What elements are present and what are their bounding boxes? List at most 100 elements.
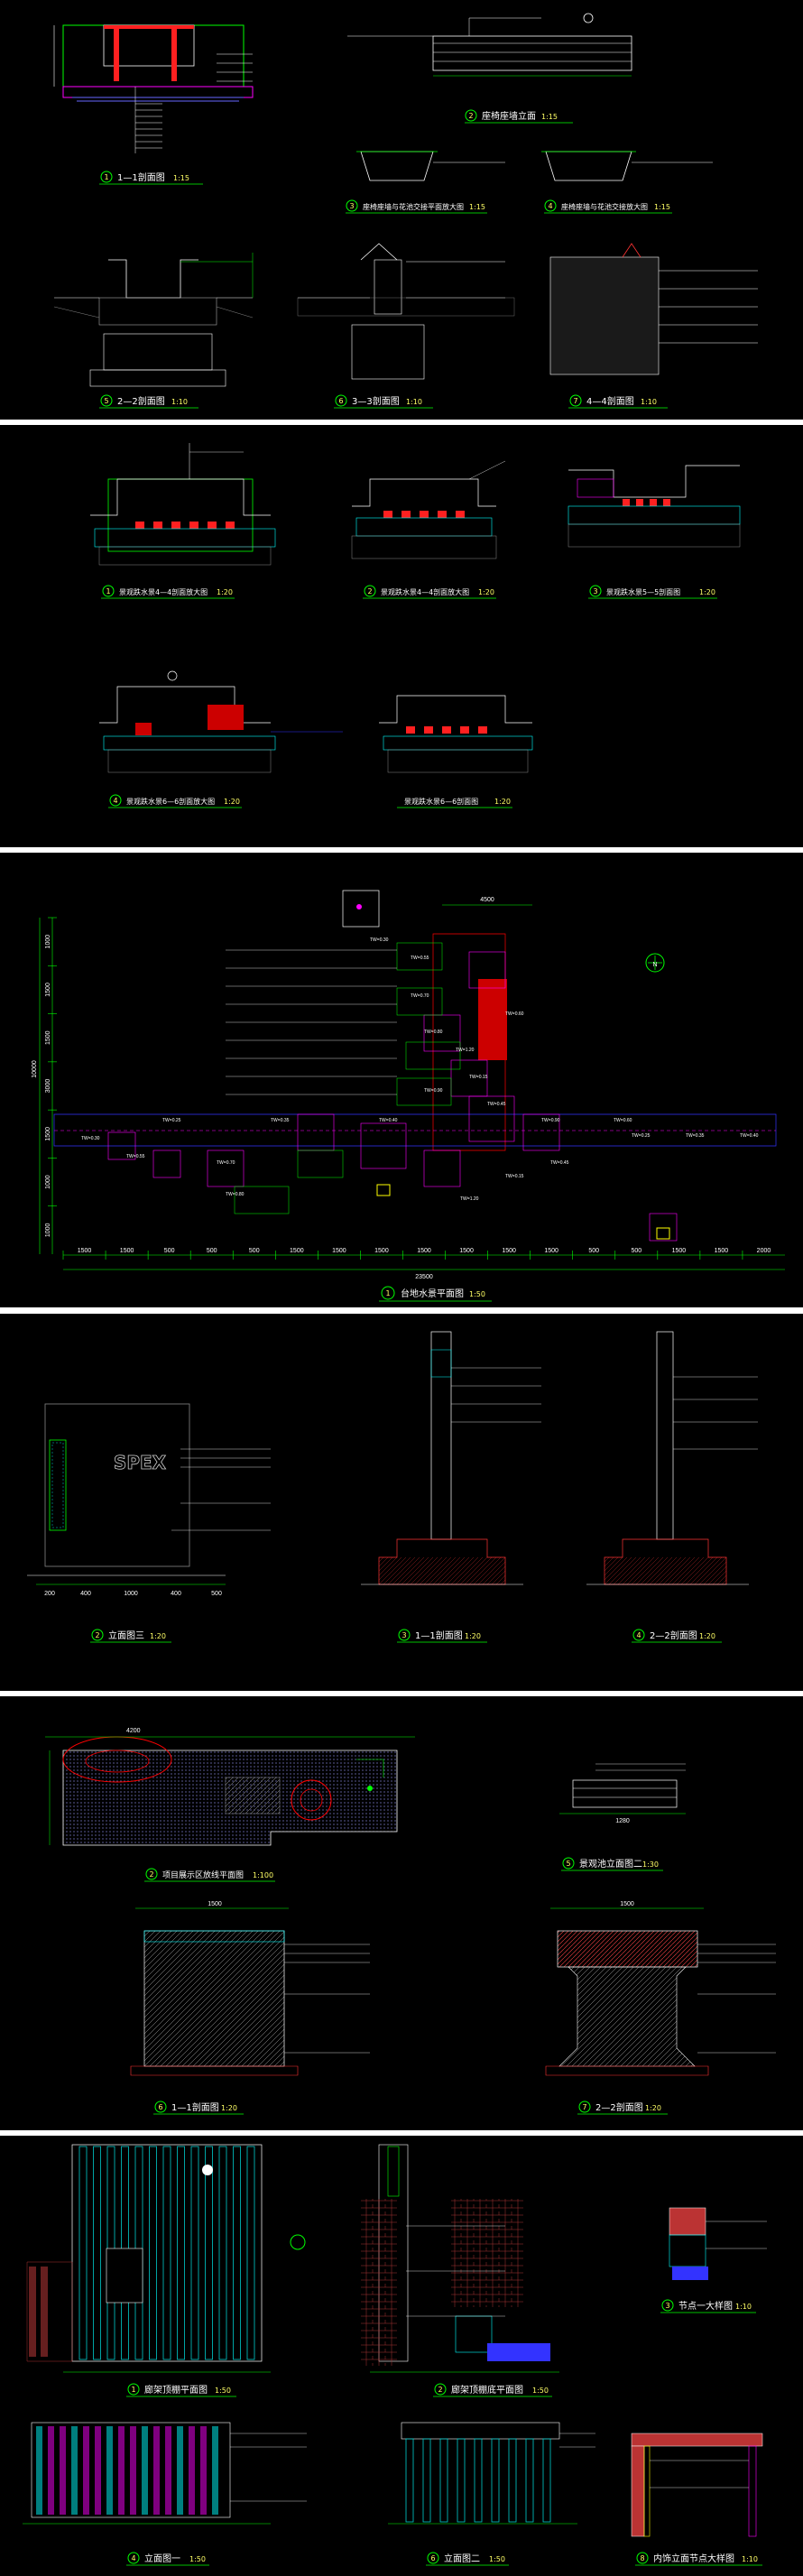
svg-text:1:50: 1:50	[489, 2555, 505, 2563]
elevation-label: TW=0.90	[424, 1088, 443, 1094]
section-3-3	[297, 243, 515, 380]
svg-text:1: 1	[104, 173, 108, 181]
svg-text:3: 3	[665, 2302, 669, 2310]
elevation-slat	[189, 2426, 195, 2515]
waterfall-section-d	[99, 670, 343, 773]
svg-text:7: 7	[582, 2103, 586, 2111]
drawing-title-s2-3: 3 景观跌水景5—5剖面图 1:20	[588, 585, 717, 599]
svg-text:1:15: 1:15	[173, 174, 189, 182]
drawing-title-s5-2: 2 项目展示区放线平面图 1:100	[144, 1868, 275, 1882]
left-dimension-label: 1000	[45, 1175, 51, 1189]
svg-text:内饰立面节点大样图: 内饰立面节点大样图	[653, 2553, 734, 2564]
svg-text:景观跌水景6—6剖面图: 景观跌水景6—6剖面图	[404, 797, 478, 806]
svg-text:景观跌水景5—5剖面图: 景观跌水景5—5剖面图	[606, 587, 680, 596]
drawing-title-s6-4: 4 立面图一 1:50	[126, 2552, 209, 2566]
elevation-dimension-label: 500	[211, 1591, 222, 1597]
bottom-dimension-label: 1500	[715, 1248, 729, 1254]
bottom-dimension-label: 1500	[502, 1248, 516, 1254]
elevation-dimension-label: 200	[44, 1591, 55, 1597]
drawing-title-s2-4: 4 景观跌水景6—6剖面放大图 1:20	[108, 794, 242, 808]
svg-text:2: 2	[149, 1870, 153, 1879]
section-dimension-a: 1500	[208, 1901, 222, 1907]
section-2-2-sign	[586, 1331, 758, 1585]
svg-text:景观池立面图二: 景观池立面图二	[579, 1858, 642, 1870]
elevation-slat	[212, 2426, 218, 2515]
drawing-title-6: 6 3—3剖面图 1:10	[334, 394, 433, 409]
svg-text:1:30: 1:30	[642, 1860, 659, 1869]
drawing-title-s2-1: 1 景观跌水景4—4剖面放大图 1:20	[101, 585, 235, 599]
svg-text:8: 8	[640, 2554, 644, 2562]
bottom-dimension-label: 1500	[374, 1248, 389, 1254]
elevation-slat	[200, 2426, 207, 2515]
svg-text:1: 1	[131, 2386, 135, 2394]
svg-text:7: 7	[573, 397, 577, 405]
svg-text:1:100: 1:100	[253, 1871, 273, 1879]
svg-text:景观跌水景4—4剖面放大图: 景观跌水景4—4剖面放大图	[119, 587, 208, 596]
svg-text:1—1剖面图: 1—1剖面图	[117, 171, 165, 183]
elevation-slat	[130, 2426, 136, 2515]
svg-text:立面图一: 立面图一	[144, 2553, 180, 2564]
svg-text:廊架顶棚平面图: 廊架顶棚平面图	[144, 2384, 208, 2396]
bottom-dimension-label: 500	[249, 1248, 260, 1254]
drawing-title-5: 5 2—2剖面图 1:10	[99, 394, 198, 409]
svg-text:立面图二: 立面图二	[444, 2553, 480, 2564]
drawing-sheet-5: 4200 2 项目展示区放线平面图 1:100 1280 5 景观池立面图二 1…	[0, 1696, 803, 2130]
roof-slat	[205, 2146, 213, 2360]
elevation-two-slats	[405, 2438, 551, 2523]
svg-text:1:20: 1:20	[494, 798, 511, 806]
drawing-title-s6-8: 8 内饰立面节点大样图 1:10	[635, 2552, 762, 2566]
roof-slat	[93, 2146, 101, 2360]
plan-callouts	[226, 949, 397, 1095]
elevation-label: TW=1.20	[460, 1196, 479, 1202]
bottom-dimension-label: 500	[164, 1248, 175, 1254]
elevation-slat	[118, 2426, 125, 2515]
svg-text:4: 4	[113, 797, 117, 805]
svg-text:1:20: 1:20	[217, 588, 233, 596]
detail-3-plan	[356, 151, 505, 181]
svg-text:1:20: 1:20	[478, 588, 494, 596]
roof-slat	[149, 2146, 157, 2360]
elevation-label: TW=0.45	[550, 1160, 569, 1166]
svg-text:1—1剖面图: 1—1剖面图	[171, 2101, 219, 2113]
elevation-label: TW=0.30	[81, 1136, 100, 1141]
svg-text:5: 5	[566, 1860, 570, 1868]
svg-text:2—2剖面图: 2—2剖面图	[595, 2101, 643, 2113]
svg-text:1:20: 1:20	[699, 588, 715, 596]
drawing-title-s4-2: 2 立面图三 1:20	[90, 1629, 171, 1643]
elevation-label: TW=0.90	[541, 1118, 560, 1123]
elevation-label: TW=0.40	[740, 1133, 759, 1139]
sheet-5-canvas: 4200 2 项目展示区放线平面图 1:100 1280 5 景观池立面图二 1…	[45, 1728, 776, 2115]
waterfall-section-a	[90, 443, 276, 566]
svg-text:1:15: 1:15	[654, 203, 670, 211]
svg-text:1:10: 1:10	[406, 398, 422, 406]
elevation-slats	[36, 2426, 218, 2515]
elevation-label: TW=0.55	[411, 956, 429, 961]
roof-slat	[233, 2146, 241, 2360]
svg-text:1:20: 1:20	[221, 2104, 237, 2112]
svg-text:2: 2	[367, 587, 372, 596]
section-4-4	[549, 243, 758, 375]
svg-text:1:50: 1:50	[469, 1290, 485, 1298]
svg-text:1:10: 1:10	[735, 2303, 752, 2311]
svg-text:1:15: 1:15	[541, 113, 558, 121]
drawing-title-s6-6: 6 立面图二 1:50	[426, 2552, 509, 2566]
pool-elevation-two	[559, 1763, 686, 1814]
elevation-slat	[95, 2426, 101, 2515]
elevation-label: TW=0.60	[505, 1011, 524, 1017]
svg-text:4: 4	[636, 1631, 641, 1639]
drawing-title-s5-7: 7 2—2剖面图 1:20	[577, 2101, 668, 2115]
elevation-two-slat	[525, 2438, 534, 2523]
display-area-plan	[45, 1736, 415, 1846]
roof-slat	[177, 2146, 185, 2360]
elevation-slat	[165, 2426, 171, 2515]
left-dimension-label: 1000	[45, 1223, 51, 1237]
left-dimension-label: 1500	[45, 983, 51, 997]
sign-logo: SPEX	[114, 1452, 167, 1473]
section-1-1-pool	[130, 1907, 370, 2076]
bottom-dimension-label: 1500	[672, 1248, 687, 1254]
total-width-dimension: 23500	[415, 1274, 433, 1280]
bottom-dimension-label: 1500	[290, 1248, 304, 1254]
